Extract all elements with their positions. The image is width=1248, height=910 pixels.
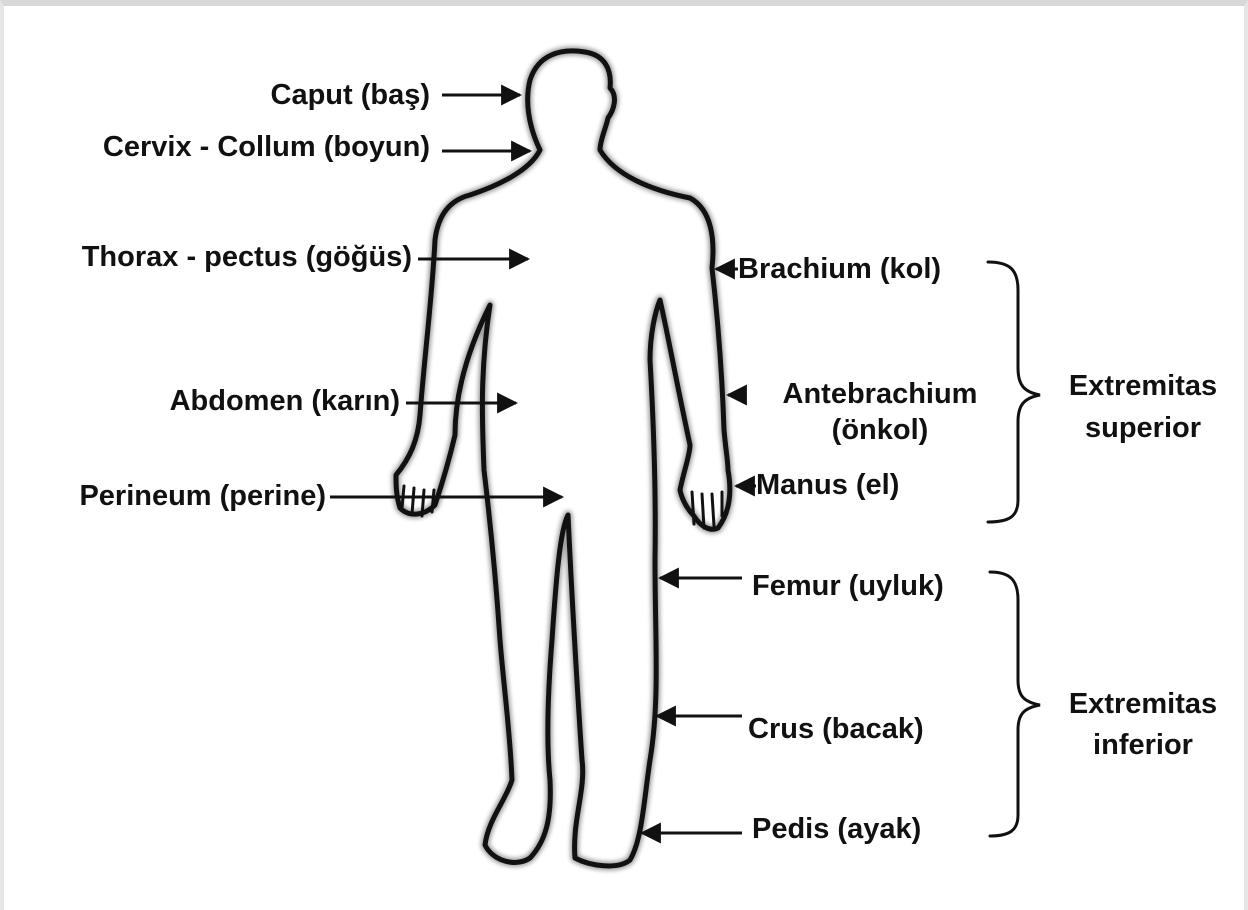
arrow-lines bbox=[330, 95, 756, 833]
label-pedis: Pedis (ayak) bbox=[752, 811, 921, 847]
label-caput: Caput (baş) bbox=[180, 77, 430, 113]
label-femur: Femur (uyluk) bbox=[752, 568, 944, 604]
label-abdomen: Abdomen (karın) bbox=[100, 383, 400, 419]
brace-inferior bbox=[990, 572, 1040, 836]
label-brachium: Brachium (kol) bbox=[738, 251, 941, 287]
label-crus: Crus (bacak) bbox=[748, 711, 924, 747]
group-inferior-line1: Extremitas bbox=[1040, 686, 1246, 722]
body-silhouette bbox=[396, 51, 730, 866]
label-manus: Manus (el) bbox=[756, 467, 899, 503]
brace-group bbox=[988, 262, 1040, 836]
label-antebrachium-line2: (önkol) bbox=[760, 412, 1000, 448]
label-cervix: Cervix - Collum (boyun) bbox=[20, 129, 430, 165]
group-superior-line2: superior bbox=[1040, 410, 1246, 446]
group-superior-line1: Extremitas bbox=[1040, 368, 1246, 404]
label-perineum: Perineum (perine) bbox=[10, 478, 326, 514]
label-antebrachium-line1: Antebrachium bbox=[760, 376, 1000, 412]
group-inferior-line2: inferior bbox=[1040, 727, 1246, 763]
label-thorax: Thorax - pectus (göğüs) bbox=[6, 239, 412, 275]
